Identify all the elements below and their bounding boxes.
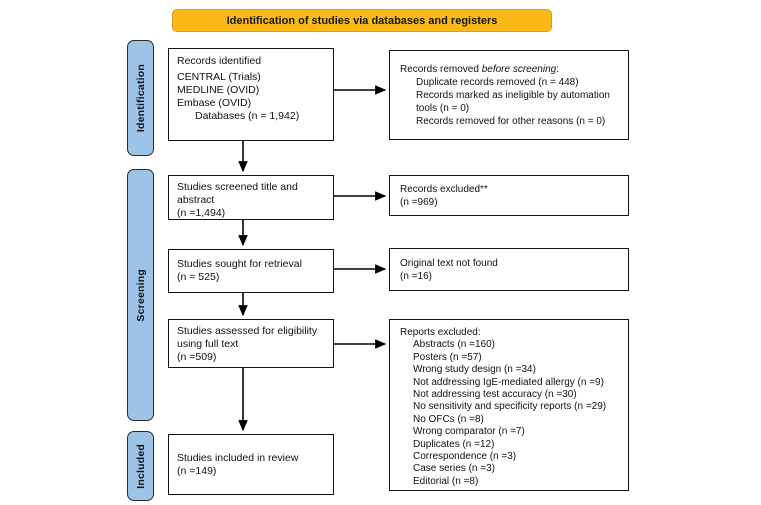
excluded-reason: Correspondence (n =3) (413, 451, 517, 463)
source-embase: Embase (OVID) (177, 97, 252, 109)
box-studies-retrieval: Studies sought for retrieval (n = 525) (168, 249, 334, 293)
studies-included-count: (n =149) (177, 464, 217, 477)
removed-item: Records removed for other reasons (n = 0… (416, 116, 606, 127)
records-identified-title: Records identified (177, 55, 262, 67)
records-removed-title: Records removed before screening: (400, 63, 620, 76)
box-records-identified: Records identified CENTRAL (Trials) MEDL… (168, 48, 334, 141)
stage-label-included: Included (134, 443, 147, 489)
studies-included-text: Studies included in review (177, 451, 299, 464)
studies-eligibility-text: Studies assessed for eligibility using f… (177, 325, 318, 350)
reports-excluded-title: Reports excluded: (400, 327, 481, 338)
box-records-excluded: Records excluded** (n =969) (389, 175, 629, 216)
excluded-reason: Duplicates (n =12) (413, 438, 495, 450)
records-excluded-count: (n =969) (400, 196, 438, 208)
databases-total: Databases (n = 1,942) (195, 110, 300, 122)
box-studies-included: Studies included in review (n =149) (168, 434, 334, 495)
studies-screened-count: (n =1,494) (177, 207, 226, 219)
source-central: CENTRAL (Trials) (177, 71, 261, 83)
diagram-title: Identification of studies via databases … (226, 14, 498, 27)
excluded-reason: No OFCs (n =8) (413, 413, 484, 425)
excluded-reason: Abstracts (n =160) (413, 339, 495, 351)
box-records-removed: Records removed before screening: Duplic… (389, 50, 629, 140)
records-removed-title-italic: before screening (481, 64, 557, 75)
box-studies-screened: Studies screened title and abstract (n =… (168, 175, 334, 220)
studies-retrieval-count: (n = 525) (177, 271, 220, 283)
removed-item: Records marked as ineligible by automati… (416, 90, 610, 114)
source-medline: MEDLINE (OVID) (177, 84, 260, 96)
records-excluded-text: Records excluded** (400, 183, 488, 195)
studies-screened-text: Studies screened title and abstract (177, 181, 298, 206)
box-studies-eligibility: Studies assessed for eligibility using f… (168, 319, 334, 368)
excluded-reason: Posters (n =57) (413, 351, 482, 363)
excluded-reason: Not addressing test accuracy (n =30) (413, 389, 577, 401)
excluded-reason: No sensitivity and specificity reports (… (413, 401, 607, 413)
excluded-reason: Wrong study design (n =34) (413, 364, 536, 376)
removed-item: Duplicate records removed (n = 448) (416, 77, 579, 88)
studies-retrieval-text: Studies sought for retrieval (177, 258, 302, 270)
studies-eligibility-count: (n =509) (177, 351, 217, 363)
not-found-count: (n =16) (400, 270, 432, 282)
box-reports-excluded: Reports excluded: Abstracts (n =160) Pos… (389, 319, 629, 491)
records-removed-title-prefix: Records removed (400, 64, 482, 75)
stage-bar-identification: Identification (127, 40, 154, 156)
stage-label-identification: Identification (134, 63, 147, 133)
box-original-text-not-found: Original text not found (n =16) (389, 248, 629, 291)
excluded-reason: Not addressing IgE-mediated allergy (n =… (413, 376, 604, 388)
excluded-reason: Wrong comparator (n =7) (413, 426, 525, 438)
records-removed-title-suffix: : (556, 64, 559, 75)
stage-bar-included: Included (127, 431, 154, 501)
records-identified-sources: CENTRAL (Trials) MEDLINE (OVID) Embase (… (177, 71, 325, 123)
not-found-text: Original text not found (400, 257, 498, 269)
stage-label-screening: Screening (134, 268, 147, 322)
excluded-reason: Editorial (n =8) (413, 475, 479, 487)
excluded-reason: Case series (n =3) (413, 463, 495, 475)
stage-bar-screening: Screening (127, 169, 154, 421)
diagram-title-banner: Identification of studies via databases … (172, 9, 552, 32)
